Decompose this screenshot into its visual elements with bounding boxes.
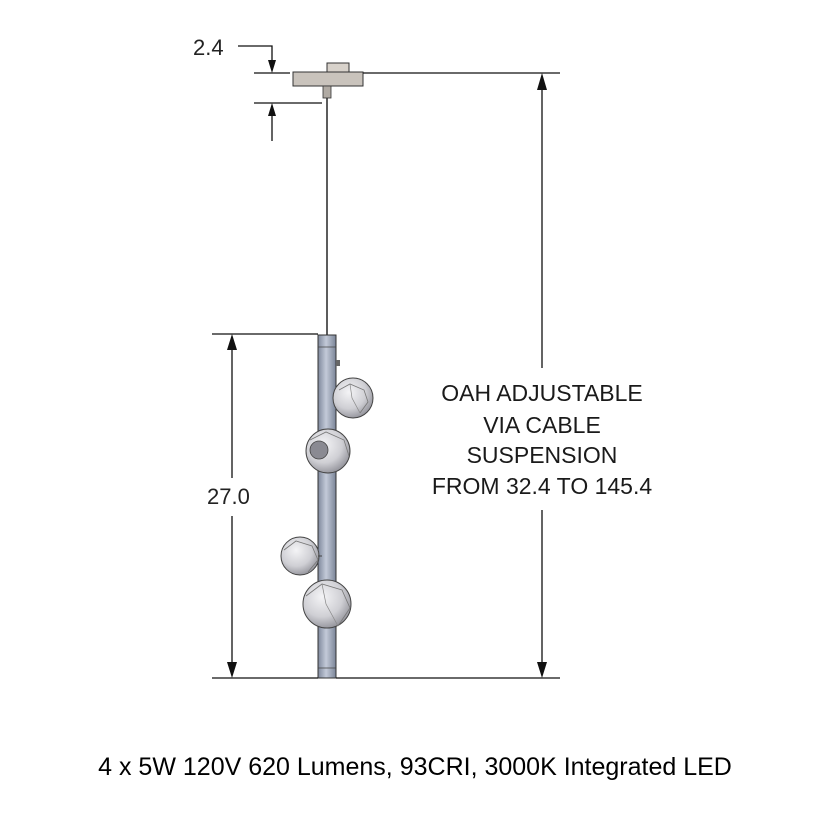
glass-globe-2	[305, 428, 351, 474]
canopy	[292, 62, 364, 99]
oah-note-line-2: VIA CABLE	[483, 412, 601, 438]
oah-note: OAH ADJUSTABLE VIA CABLE SUSPENSION FROM…	[432, 380, 653, 499]
glass-globe-1	[332, 377, 374, 419]
spec-line: 4 x 5W 120V 620 Lumens, 93CRI, 3000K Int…	[98, 753, 732, 781]
overall-height-dimension	[336, 72, 560, 679]
fixture-length-dimension: 27.0	[207, 333, 318, 679]
fixture-length-label: 27.0	[207, 484, 250, 509]
glass-globe-3	[280, 536, 322, 576]
canopy-height-dimension: 2.4	[193, 35, 322, 141]
canopy-height-label: 2.4	[193, 35, 224, 60]
oah-note-line-4: FROM 32.4 TO 145.4	[432, 473, 653, 499]
glass-globe-4	[302, 579, 352, 629]
oah-note-line-3: SUSPENSION	[467, 442, 618, 468]
oah-note-line-1: OAH ADJUSTABLE	[441, 380, 643, 406]
